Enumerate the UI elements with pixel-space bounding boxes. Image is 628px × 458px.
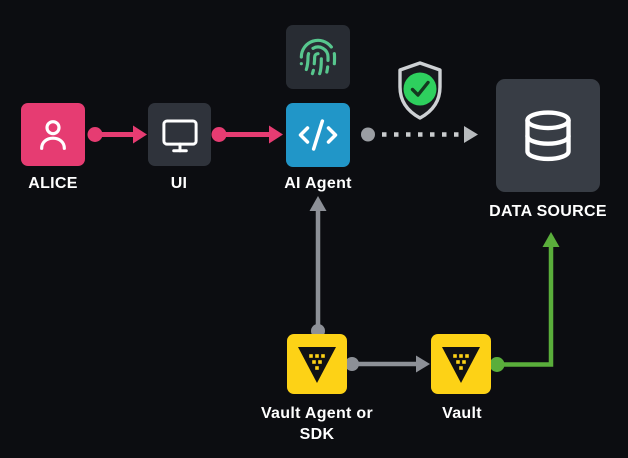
- code-icon: [298, 119, 338, 151]
- edge-start-dot: [87, 127, 103, 142]
- edge-vault-agent-to-vault: [345, 355, 430, 373]
- node-vault-agent: [287, 334, 347, 394]
- edge-vault-agent-to-ai-agent: [309, 196, 327, 338]
- edge-start-dot: [489, 357, 505, 372]
- arrowhead: [269, 125, 283, 144]
- edge-vault-to-data-source: [489, 232, 560, 372]
- node-data-source: [496, 79, 600, 192]
- edge-ai-agent-to-data-source: [361, 126, 478, 143]
- edge-start-dot: [345, 357, 359, 371]
- database-icon: [525, 109, 571, 161]
- monitor-icon: [161, 119, 198, 152]
- arrowhead: [542, 232, 560, 247]
- arrowhead: [416, 355, 430, 373]
- node-ui: [148, 103, 211, 166]
- edge-line: [497, 245, 554, 367]
- edge-ui-to-ai-agent: [211, 125, 283, 144]
- label-alice: ALICE: [28, 175, 78, 192]
- vault-logo-icon: [298, 347, 336, 383]
- user-icon: [40, 119, 66, 150]
- node-vault: [431, 334, 491, 394]
- label-vault-agent: Vault Agent or SDK: [247, 403, 387, 445]
- label-data-source: DATA SOURCE: [489, 203, 607, 220]
- node-ai-agent: [286, 103, 350, 167]
- node-alice: [21, 103, 85, 166]
- shield-check-icon: [398, 61, 442, 120]
- label-vault: Vault: [442, 405, 482, 422]
- edge-start-dot: [211, 127, 227, 142]
- label-vault-agent-line2: SDK: [299, 426, 335, 443]
- label-ai-agent: AI Agent: [284, 175, 352, 192]
- label-ui: UI: [170, 175, 188, 192]
- arrowhead: [464, 126, 478, 143]
- label-vault-agent-line1: Vault Agent or: [260, 405, 374, 422]
- check-mark: [410, 80, 430, 97]
- vault-logo-dots: [453, 354, 469, 370]
- edge-start-dot: [361, 127, 375, 142]
- node-fingerprint: [286, 25, 350, 89]
- vault-logo-icon: [442, 347, 480, 383]
- arrowhead: [133, 125, 147, 144]
- fingerprint-icon: [299, 38, 337, 76]
- edge-alice-to-ui: [87, 125, 147, 144]
- shield-check-circle: [403, 72, 437, 106]
- vault-logo-dots: [309, 354, 325, 370]
- arrowhead: [309, 196, 327, 211]
